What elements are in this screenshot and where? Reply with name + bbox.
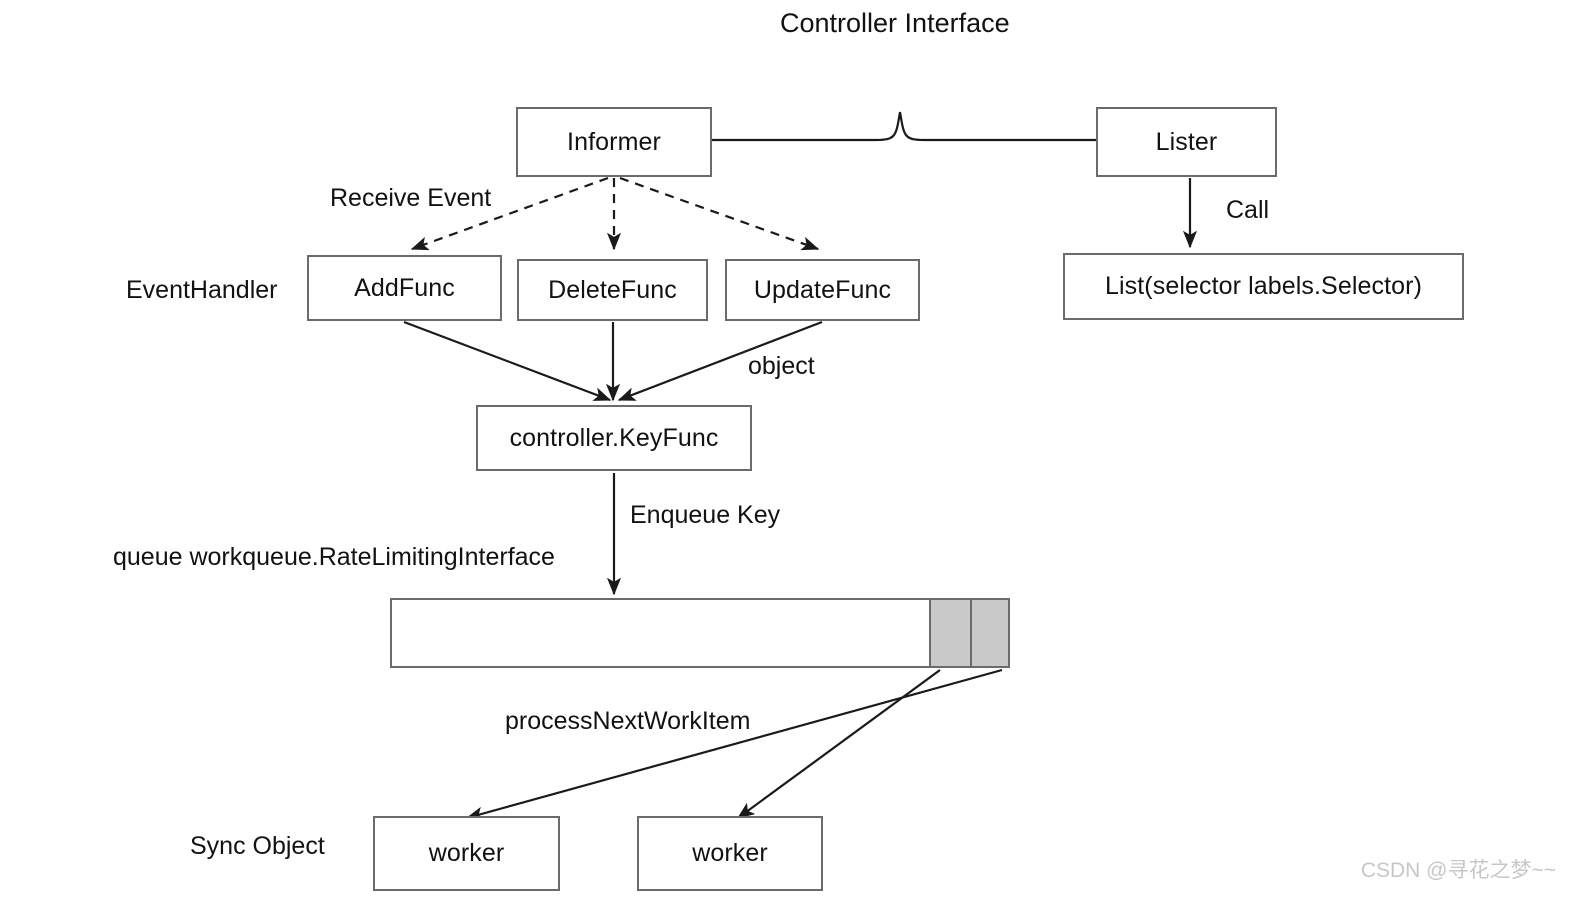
watermark: CSDN @寻花之梦~~ (1360, 859, 1556, 882)
label-process-next-work-item: processNextWorkItem (505, 707, 751, 735)
label-enqueue-key: Enqueue Key (630, 501, 781, 529)
label-receive-event: Receive Event (330, 184, 492, 212)
node-delete-func[interactable]: DeleteFunc (517, 259, 708, 321)
edge-updatefunc-keyfunc (617, 320, 823, 402)
edge-informer-updatefunc (619, 176, 820, 251)
node-list-selector[interactable]: List(selector labels.Selector) (1063, 253, 1464, 320)
page-title: Controller Interface (780, 8, 1010, 38)
node-add-func-label: AddFunc (354, 273, 455, 302)
node-controller-keyfunc[interactable]: controller.KeyFunc (476, 405, 752, 471)
node-add-func[interactable]: AddFunc (307, 255, 502, 321)
node-informer-label: Informer (567, 127, 661, 156)
edge-informer-addfunc (410, 176, 609, 251)
edge-addfunc-keyfunc (403, 320, 612, 402)
node-update-func-label: UpdateFunc (753, 275, 892, 304)
node-update-func[interactable]: UpdateFunc (725, 259, 920, 321)
node-work-queue[interactable] (390, 598, 1010, 668)
queue-item-1[interactable] (929, 598, 972, 668)
node-worker-right[interactable]: worker (637, 816, 823, 891)
node-worker-left-label: worker (428, 839, 505, 867)
edge-queue-worker-right (736, 669, 941, 819)
node-worker-left[interactable]: worker (373, 816, 560, 891)
label-object: object (748, 352, 815, 380)
node-lister-label: Lister (1155, 127, 1218, 156)
label-event-handler: EventHandler (126, 276, 278, 304)
node-lister[interactable]: Lister (1096, 107, 1277, 177)
node-controller-keyfunc-label: controller.KeyFunc (509, 423, 719, 452)
node-worker-right-label: worker (692, 839, 768, 867)
node-informer[interactable]: Informer (516, 107, 712, 177)
label-queue-type: queue workqueue.RateLimitingInterface (113, 543, 555, 571)
label-call: Call (1226, 196, 1270, 224)
edge-queue-worker-left (465, 668, 1003, 821)
label-sync-object: Sync Object (190, 832, 325, 860)
node-delete-func-label: DeleteFunc (548, 275, 677, 304)
node-list-selector-label: List(selector labels.Selector) (1104, 272, 1422, 300)
queue-item-2[interactable] (970, 598, 1010, 668)
